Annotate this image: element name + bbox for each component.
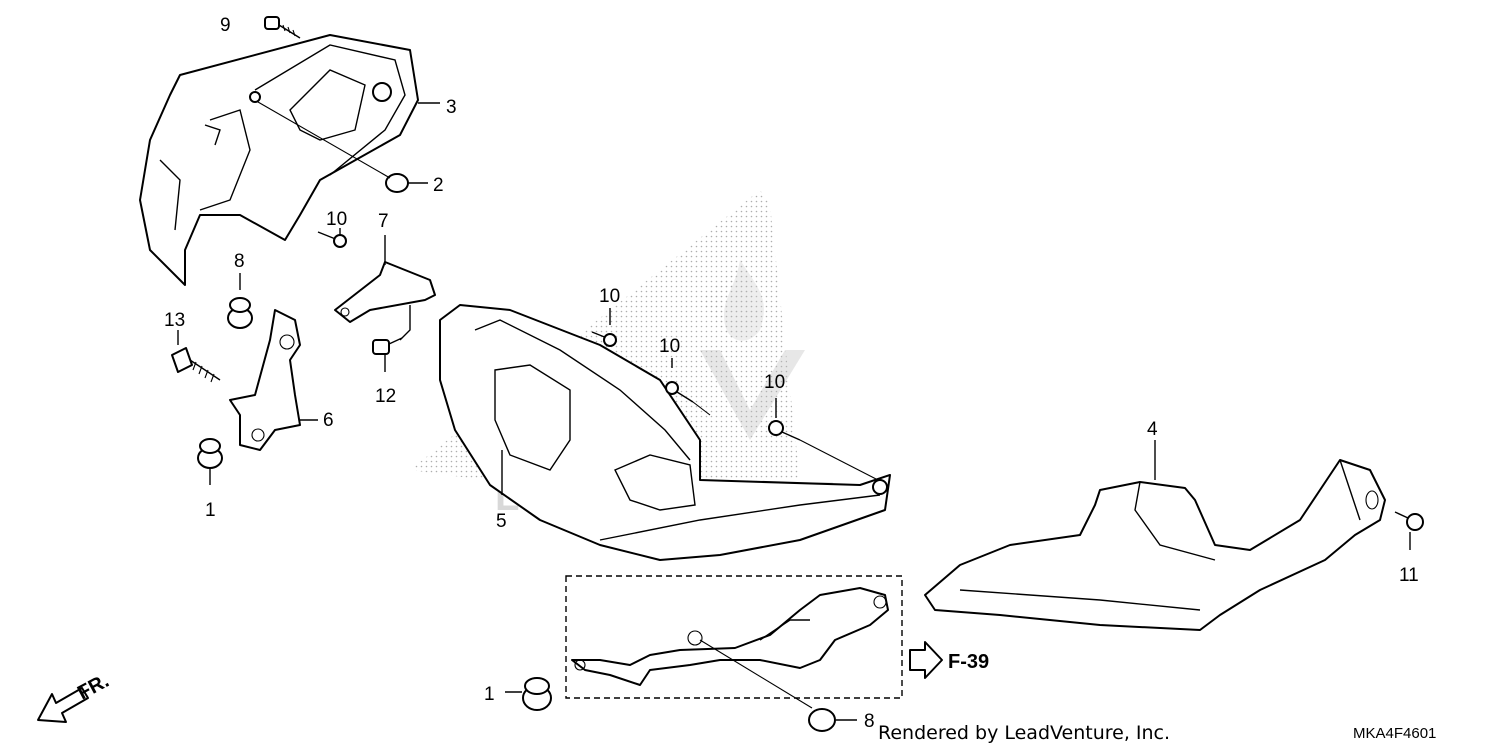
screw-part-10-upper[interactable] (317, 228, 347, 248)
callout-2[interactable]: 2 (433, 175, 444, 196)
callout-1-bottom[interactable]: 1 (484, 684, 495, 705)
grommet-part-1-left[interactable] (197, 438, 223, 485)
grommet-part-1-bottom[interactable] (505, 677, 552, 711)
callout-4[interactable]: 4 (1147, 419, 1158, 440)
grommet-part-2[interactable] (385, 173, 428, 193)
callout-8-upper[interactable]: 8 (234, 251, 245, 272)
kit-box (565, 575, 903, 699)
callout-6[interactable]: 6 (323, 410, 334, 431)
credit-text: Rendered by LeadVenture, Inc. (878, 722, 1170, 744)
callout-1-left[interactable]: 1 (205, 500, 216, 521)
callout-11[interactable]: 11 (1399, 565, 1419, 586)
front-direction-arrow (37, 687, 89, 723)
bracket-part-7[interactable] (334, 235, 436, 341)
callout-10-center-a[interactable]: 10 (599, 286, 620, 307)
diagram-code: MKA4F4601 (1353, 725, 1436, 742)
grommet-part-8-lower[interactable] (699, 639, 857, 732)
bolt-part-13[interactable] (171, 330, 221, 383)
reference-arrow[interactable] (909, 641, 943, 679)
bolt-part-9[interactable] (264, 16, 301, 39)
callout-9[interactable]: 9 (220, 15, 231, 36)
undercowl-part-4[interactable] (924, 440, 1386, 631)
bolt-part-12[interactable] (372, 337, 403, 372)
callout-5[interactable]: 5 (496, 511, 507, 532)
screw-part-10-right[interactable] (768, 398, 879, 481)
callout-10-right[interactable]: 10 (764, 372, 785, 393)
screw-part-10-center-a[interactable] (591, 308, 617, 347)
leader-line (257, 101, 391, 179)
lower-cowl-part-5[interactable] (439, 304, 891, 561)
screw-part-10-center-b[interactable] (665, 358, 711, 416)
callout-13[interactable]: 13 (164, 310, 185, 331)
bracket-assembly-in-box[interactable] (571, 587, 889, 686)
bracket-part-6[interactable] (229, 309, 318, 451)
callout-12[interactable]: 12 (375, 386, 396, 407)
screw-part-11[interactable] (1394, 511, 1424, 550)
callout-3[interactable]: 3 (446, 97, 457, 118)
callout-10-upper[interactable]: 10 (326, 209, 347, 230)
reference-label[interactable]: F-39 (948, 651, 989, 673)
grommet-part-8-upper[interactable] (227, 273, 253, 329)
watermark-logo (700, 260, 805, 440)
upper-cowl-part-3[interactable] (139, 34, 419, 286)
callout-10-center-b[interactable]: 10 (659, 336, 680, 357)
callout-8-lower[interactable]: 8 (864, 711, 875, 732)
callout-7[interactable]: 7 (378, 211, 389, 232)
